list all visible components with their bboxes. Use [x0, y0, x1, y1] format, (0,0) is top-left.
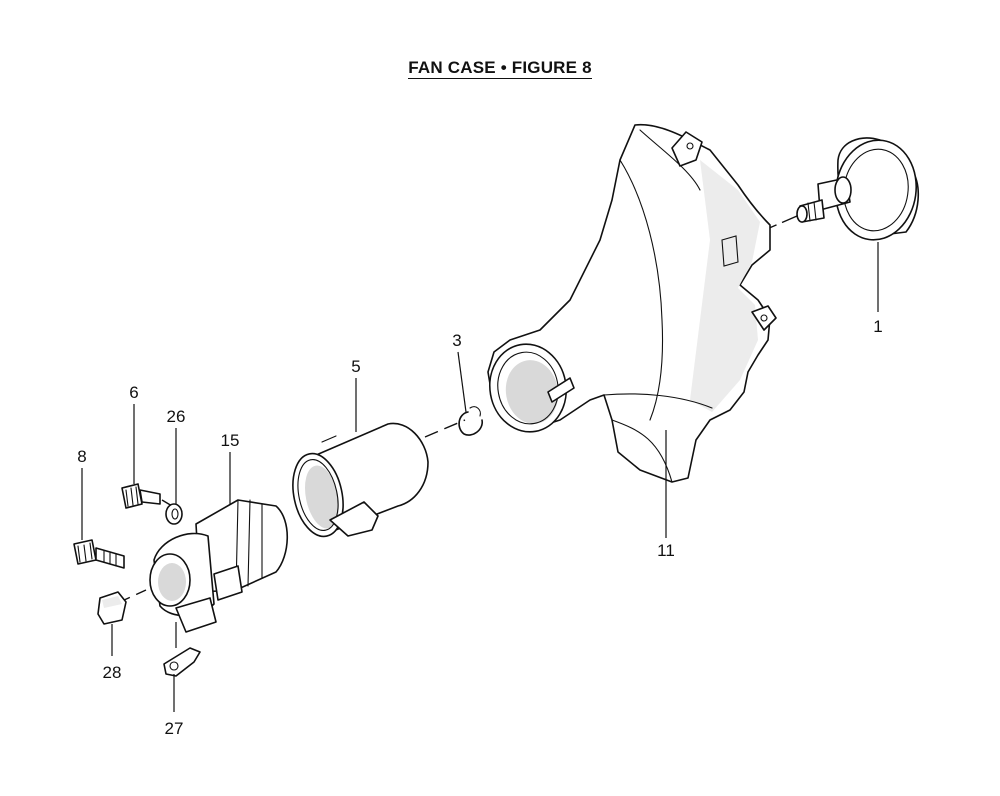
part-3-circlip: [458, 406, 483, 436]
diagram-title: FAN CASE • FIGURE 8: [0, 58, 1000, 79]
part-8-bolt: [73, 539, 125, 569]
part-1-clutch-drum: [759, 137, 920, 241]
leader-lines: [81, 242, 879, 712]
label-part-1: 1: [873, 317, 882, 336]
label-part-11: 11: [657, 541, 675, 560]
label-part-6: 6: [129, 383, 138, 402]
part-number-labels: 1 3 5 6 8 11 15 26 27 28: [77, 317, 882, 738]
label-part-5: 5: [351, 357, 360, 376]
label-part-26: 26: [167, 407, 186, 426]
part-28-nut: [97, 591, 127, 625]
label-part-3: 3: [452, 331, 461, 350]
part-5-sleeve: [292, 422, 429, 538]
part-11-fan-case: [424, 123, 777, 483]
label-part-28: 28: [103, 663, 122, 682]
label-part-27: 27: [165, 719, 184, 738]
part-15-clamp: [97, 499, 288, 633]
part-26-washer: [165, 503, 183, 525]
label-part-8: 8: [77, 447, 86, 466]
diagram-title-text: FAN CASE • FIGURE 8: [408, 58, 592, 79]
part-27-tab-plate: [163, 647, 201, 677]
label-part-15: 15: [221, 431, 240, 450]
